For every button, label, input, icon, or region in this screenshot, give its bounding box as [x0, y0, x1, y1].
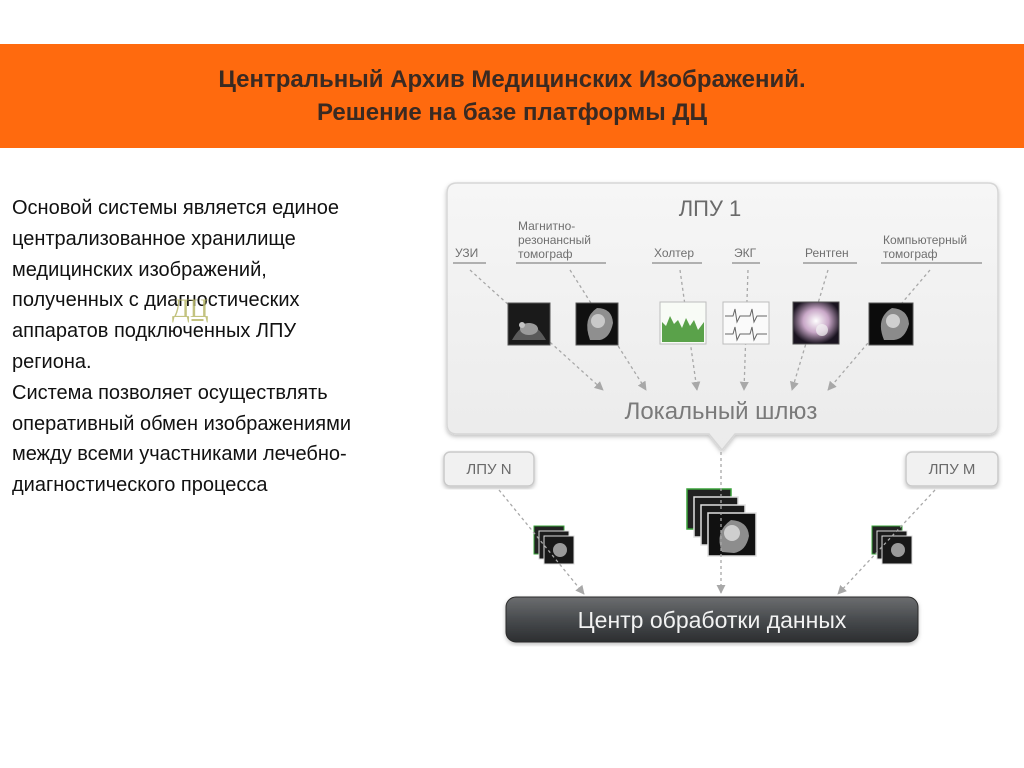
lpu-m-box: ЛПУ M — [905, 451, 999, 487]
slide-title-line-1: Центральный Архив Медицинских Изображени… — [218, 66, 806, 93]
lpu-n-label: ЛПУ N — [466, 461, 511, 478]
mri-head-image — [575, 302, 619, 346]
arrow-lpu-n-to-center — [498, 489, 585, 595]
description-text: Основой системы является единое централи… — [12, 193, 362, 501]
to-center-arrows — [498, 452, 936, 595]
lpu-n-box: ЛПУ N — [443, 451, 535, 487]
device-label-text: резонансный — [518, 233, 591, 247]
lpu1-title: ЛПУ 1 — [679, 196, 742, 221]
device-label-text: Холтер — [654, 246, 694, 260]
device-label-text: УЗИ — [455, 246, 478, 260]
data-center-bar: Центр обработки данных — [505, 596, 919, 643]
image-stack-left — [533, 525, 575, 565]
holter-chart-image — [659, 301, 707, 345]
image-stack-right — [871, 525, 913, 565]
device-label-text: Компьютерный — [883, 233, 967, 247]
device-label-xray: Рентген — [803, 246, 857, 264]
device-label-text: томограф — [518, 247, 573, 261]
device-label-text: Магнитно- — [518, 219, 575, 233]
device-label-text: ЭКГ — [734, 246, 757, 260]
device-label-ct: Компьютерный томограф — [881, 233, 982, 264]
ecg-trace-image — [722, 301, 770, 345]
device-label-holter: Холтер — [652, 246, 702, 264]
device-label-uzi: УЗИ — [453, 246, 486, 264]
data-center-label: Центр обработки данных — [578, 607, 847, 633]
xray-image — [792, 301, 840, 345]
ultrasound-image — [507, 302, 551, 346]
description-paragraph-2: Система позволяет осуществлять оперативн… — [12, 381, 352, 497]
device-label-mrt: Магнитно- резонансный томограф — [516, 219, 606, 264]
lpu-m-label: ЛПУ M — [929, 461, 976, 478]
device-label-text: томограф — [883, 247, 938, 261]
gateway-label: Локальный шлюз — [625, 398, 818, 425]
slide-header: Центральный Архив Медицинских Изображени… — [0, 44, 1024, 148]
device-label-text: Рентген — [805, 246, 849, 260]
description-paragraph-1: Основой системы является единое централи… — [12, 197, 339, 373]
device-label-ekg: ЭКГ — [732, 246, 760, 264]
slide-title-line-2: Решение на базе платформы ДЦ — [316, 99, 708, 126]
ct-head-image — [868, 302, 914, 346]
image-stack-center — [686, 488, 757, 557]
